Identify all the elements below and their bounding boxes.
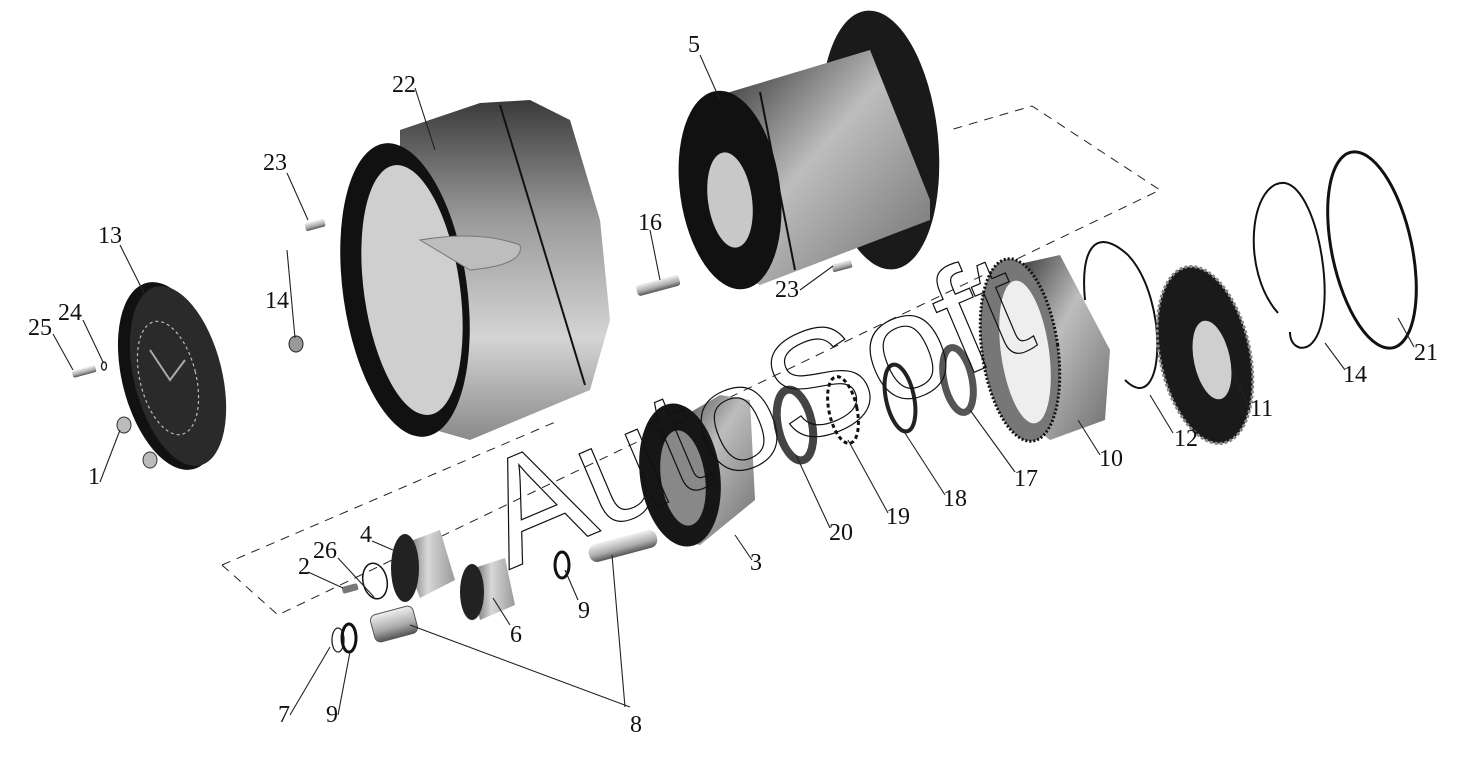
- part-2-bolt: [341, 583, 359, 594]
- part-7-circlip: [331, 627, 345, 653]
- part-22-hub-housing: [340, 100, 610, 440]
- part-24-washer: [100, 361, 108, 371]
- part-9-thrust-washer: [340, 550, 571, 654]
- part-13-end-cover: [117, 282, 227, 470]
- label-5: 5: [688, 32, 700, 58]
- label-19: 19: [886, 504, 910, 530]
- label-21: 21: [1414, 340, 1438, 366]
- label-14-right: 14: [1343, 362, 1367, 388]
- label-8: 8: [630, 712, 642, 738]
- part-12-retaining-ring: [1083, 241, 1159, 389]
- part-21-seal-ring: [1326, 150, 1418, 350]
- label-9-left: 9: [326, 702, 338, 728]
- label-24: 24: [58, 300, 82, 326]
- label-12: 12: [1174, 426, 1198, 452]
- part-8-planet-pin: [588, 530, 658, 562]
- callout-labels: 13 25 24 1 14 23 22 5 16 23 3 20 19 18 1…: [28, 32, 1438, 738]
- label-10: 10: [1099, 446, 1123, 472]
- label-17: 17: [1014, 466, 1038, 492]
- part-8-needle-bearing: [369, 605, 419, 643]
- label-22: 22: [392, 72, 416, 98]
- part-14-nut: [288, 335, 304, 353]
- label-11: 11: [1250, 396, 1273, 422]
- part-11-gear-hub: [1155, 264, 1255, 446]
- label-2: 2: [298, 554, 310, 580]
- label-7: 7: [278, 702, 290, 728]
- part-10-ring-gear: [978, 255, 1110, 443]
- label-18: 18: [943, 486, 967, 512]
- part-3-planet-carrier: [639, 395, 755, 547]
- part-4-planet-gear: [391, 530, 455, 602]
- part-25-bolt: [72, 365, 97, 378]
- label-26: 26: [313, 538, 337, 564]
- part-23-bolt: [304, 218, 326, 232]
- part-17-nut-ring: [939, 344, 977, 416]
- part-14-snap-ring: [1252, 181, 1326, 349]
- part-1-bushing: [116, 416, 158, 469]
- part-20-ring: [772, 385, 818, 465]
- leader-lines: [52, 54, 1415, 716]
- part-19-lock-washer: [826, 375, 860, 445]
- label-25: 25: [28, 315, 52, 341]
- part-16-bolt: [636, 275, 681, 296]
- label-16: 16: [638, 210, 662, 236]
- assembly-axis-dashed: [221, 105, 1162, 616]
- label-4: 4: [360, 522, 372, 548]
- part-5-spindle-housing: [678, 10, 940, 290]
- label-6: 6: [510, 622, 522, 648]
- part-6-planet-gear: [460, 558, 515, 620]
- label-3: 3: [750, 550, 762, 576]
- label-23-right: 23: [775, 277, 799, 303]
- part-26-o-ring: [361, 562, 389, 600]
- part-18-bearing-ring: [882, 362, 918, 434]
- label-20: 20: [829, 520, 853, 546]
- part-23-bolt-right: [831, 259, 853, 273]
- label-9-right: 9: [578, 598, 590, 624]
- label-13: 13: [98, 223, 122, 249]
- label-14-left: 14: [265, 288, 289, 314]
- label-1: 1: [88, 464, 100, 490]
- label-23-left: 23: [263, 150, 287, 176]
